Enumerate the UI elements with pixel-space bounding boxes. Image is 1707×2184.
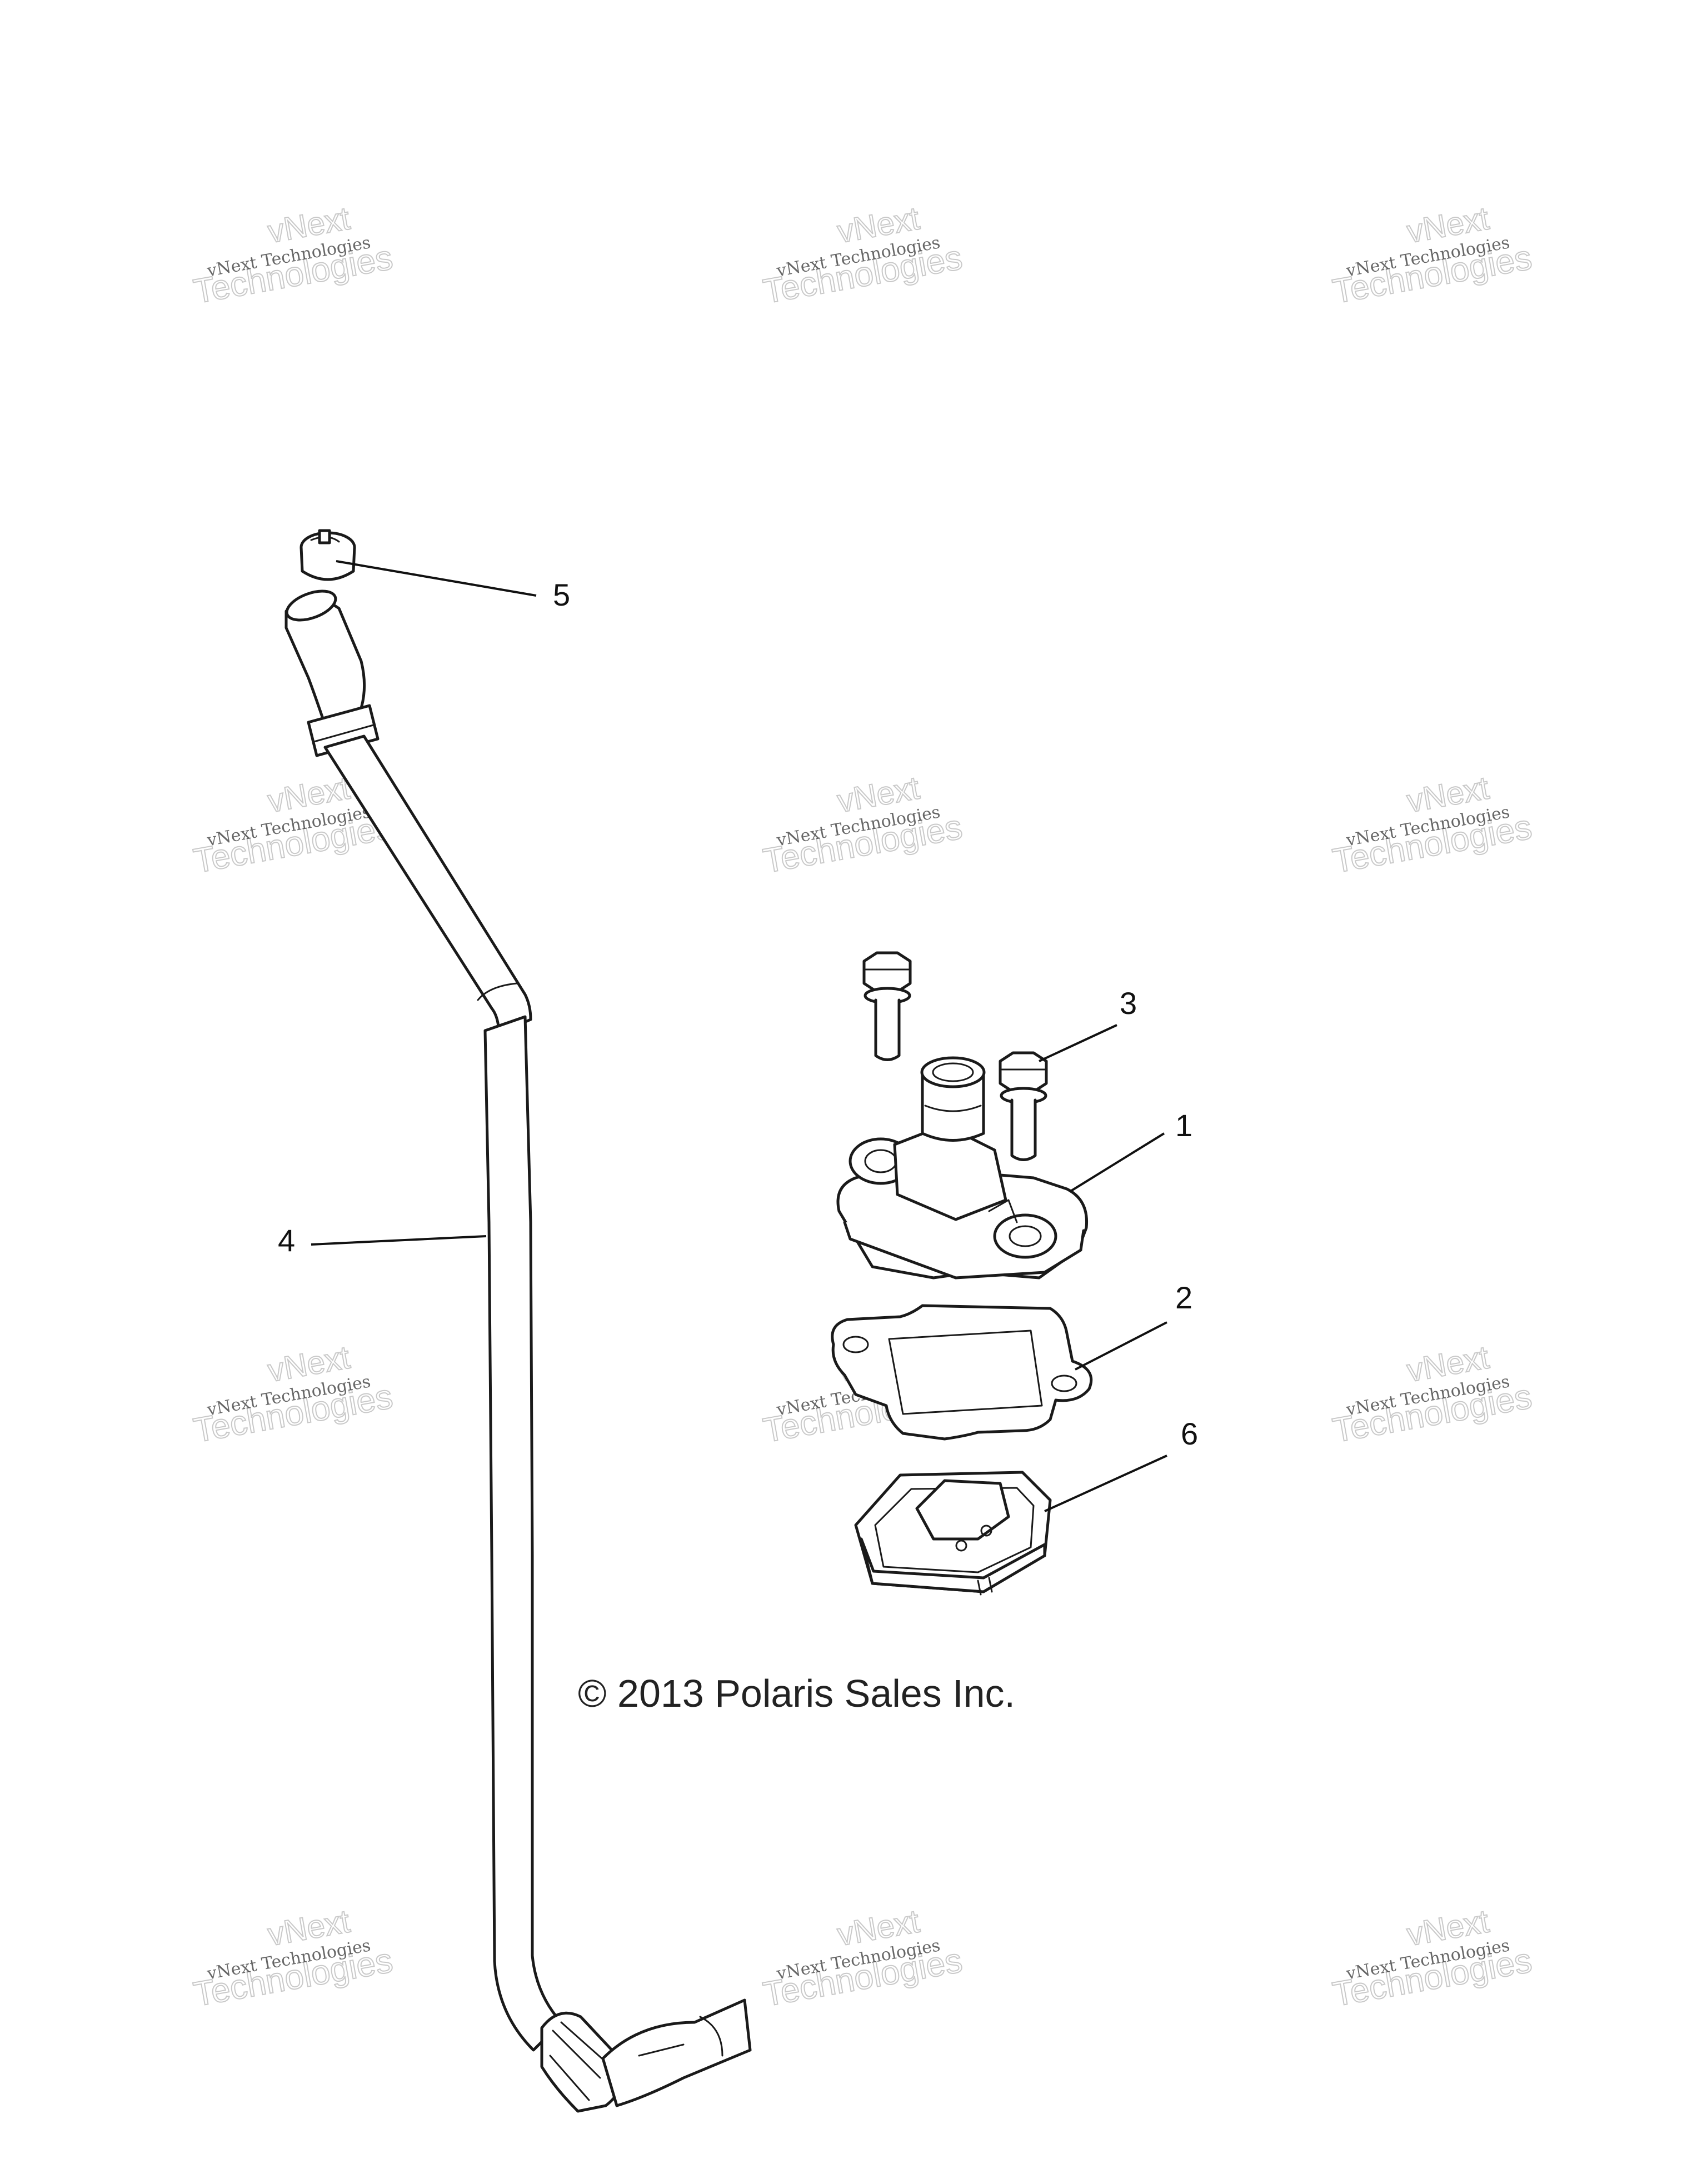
callout-2: 2 — [1175, 1280, 1192, 1315]
callout-labels: 5 4 3 1 2 6 — [278, 577, 1198, 1451]
callout-3: 3 — [1120, 986, 1137, 1021]
leader-lines — [311, 560, 1167, 1512]
copyright-notice: © 2013 Polaris Sales Inc. — [578, 1672, 1015, 1715]
callout-5: 5 — [553, 577, 570, 612]
part-3-bolt-left — [862, 951, 912, 1061]
leader-6 — [1044, 1455, 1167, 1512]
part-1-breather-cover — [836, 1056, 1089, 1280]
callout-1: 1 — [1175, 1108, 1192, 1143]
part-4-hose — [284, 589, 752, 2113]
leader-2 — [1075, 1321, 1167, 1371]
part-5-clamp — [300, 529, 356, 581]
part-6-filter-element — [854, 1471, 1052, 1596]
part-2-gasket — [831, 1304, 1093, 1441]
callout-4: 4 — [278, 1223, 295, 1258]
callout-6: 6 — [1181, 1416, 1198, 1451]
leader-5 — [336, 560, 537, 597]
part-3-bolt-right — [999, 1051, 1048, 1161]
leader-4 — [311, 1235, 487, 1246]
leader-1 — [1069, 1132, 1165, 1193]
leader-3 — [1039, 1024, 1117, 1062]
